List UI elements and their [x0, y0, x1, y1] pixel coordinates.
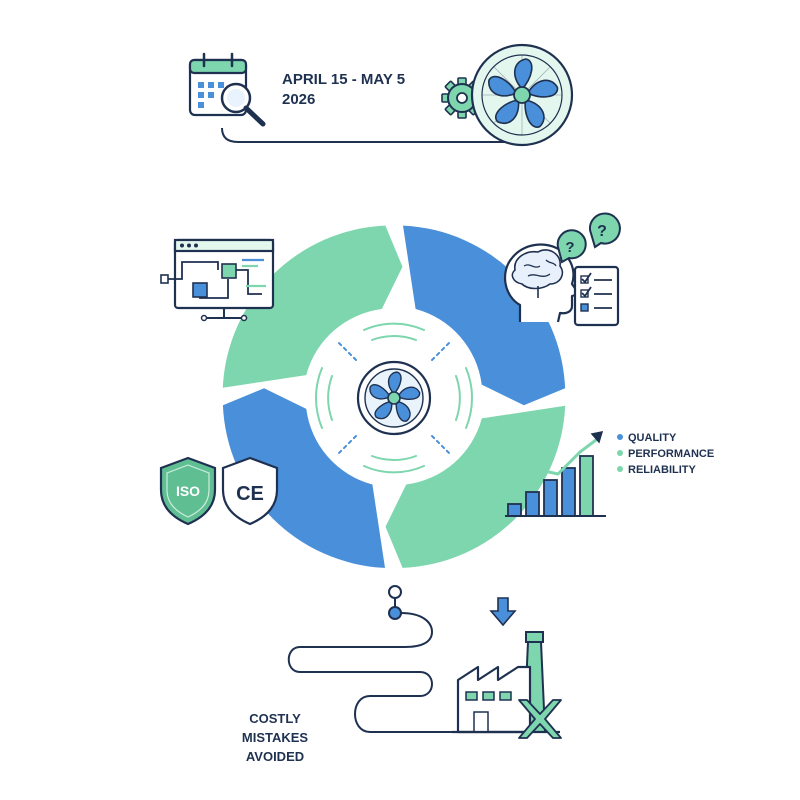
footer-line-2: MISTAKES — [242, 730, 309, 745]
footer-line-3: AVOIDED — [246, 749, 304, 764]
question-mark: ? — [565, 239, 574, 256]
bar-3 — [543, 479, 558, 517]
winding-path — [287, 585, 470, 733]
legend-label: RELIABILITY — [628, 464, 696, 476]
cycle-arrow-bottom-right — [385, 405, 566, 568]
legend-dot — [617, 434, 623, 440]
cross-mark-icon — [518, 699, 562, 739]
legend: QUALITY PERFORMANCE RELIABILITY — [617, 432, 714, 476]
down-arrow-icon — [489, 597, 517, 627]
bar-5 — [579, 455, 594, 517]
date-range-text: APRIL 15 - MAY 5 — [282, 71, 405, 88]
legend-item-quality: QUALITY — [617, 432, 677, 444]
bar-1 — [507, 503, 522, 517]
cycle-arrow-bottom-left — [222, 388, 385, 568]
date-year-text: 2026 — [282, 91, 315, 108]
question-bubble-icon: ? ? — [556, 212, 621, 264]
legend-item-reliability: RELIABILITY — [617, 464, 696, 476]
legend-dot — [617, 466, 623, 472]
iso-label: ISO — [176, 483, 200, 499]
legend-item-performance: PERFORMANCE — [617, 448, 714, 460]
fan-icon-center — [315, 322, 473, 474]
legend-dot — [617, 450, 623, 456]
legend-label: QUALITY — [628, 432, 677, 444]
checklist-icon — [573, 265, 620, 327]
calendar-search-icon — [188, 52, 266, 127]
timeline-connector — [221, 127, 518, 143]
footer-line-1: COSTLY — [249, 711, 301, 726]
ce-label: CE — [236, 483, 264, 505]
bar-series — [507, 455, 594, 517]
growth-bar-chart — [505, 431, 606, 517]
legend-label: PERFORMANCE — [628, 448, 714, 460]
cycle-arrow-top-right — [403, 225, 566, 406]
question-mark: ? — [597, 223, 607, 240]
fan-icon-top — [470, 43, 574, 147]
bar-2 — [525, 491, 540, 517]
cycle-arrow-top-left — [222, 225, 403, 388]
bar-4 — [561, 467, 576, 517]
circuit-monitor-icon — [160, 238, 275, 322]
cycle-ring — [222, 225, 566, 568]
iso-shield-icon: ISO — [159, 456, 217, 526]
ce-shield-icon: CE — [221, 456, 279, 526]
